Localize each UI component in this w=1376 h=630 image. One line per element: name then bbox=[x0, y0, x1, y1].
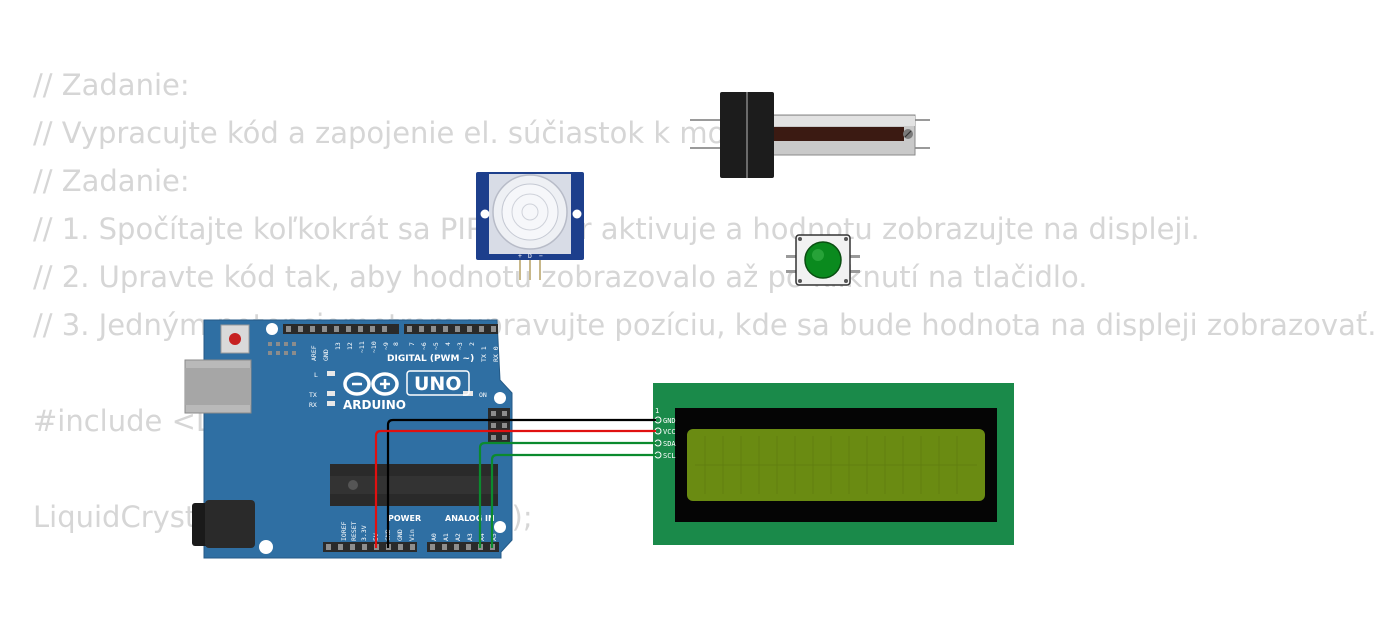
slide-potentiometer[interactable] bbox=[690, 92, 930, 178]
pin-label-tx1: TX 1 bbox=[480, 346, 488, 362]
code-line-4: // 1. Spočítajte koľkokrát sa PIR senzor… bbox=[33, 212, 1200, 246]
analog-in-label: ANALOG IN bbox=[445, 514, 495, 523]
pin-label-3: ~3 bbox=[456, 342, 464, 350]
pir-pin-label-gnd: − bbox=[539, 252, 543, 260]
led-label-l: L bbox=[314, 371, 318, 379]
pir-pin-label-vcc: + bbox=[518, 252, 522, 260]
led-label-tx: TX bbox=[309, 391, 317, 399]
pin-label-5: ~5 bbox=[432, 342, 440, 350]
pin-label-8: 8 bbox=[392, 342, 400, 346]
pin-label-a5: A5 bbox=[490, 533, 498, 541]
digital-pwm-label: DIGITAL (PWM ~) bbox=[387, 354, 474, 364]
pin-label-a4: A4 bbox=[478, 533, 486, 541]
arduino-uno-board[interactable]: AREF GND 13 12 ~11 ~10 ~9 8 7 ~6 ~5 4 ~3… bbox=[184, 319, 513, 559]
wire-vcc[interactable] bbox=[374, 429, 656, 548]
led-tx bbox=[327, 391, 335, 396]
pin-label-6: ~6 bbox=[420, 342, 428, 350]
pin-label-7: 7 bbox=[408, 342, 416, 346]
led-label-rx: RX bbox=[309, 401, 317, 409]
wire-scl[interactable] bbox=[490, 453, 656, 548]
pin-label-12: 12 bbox=[346, 342, 354, 350]
lcd-pin-scl: SCL bbox=[663, 452, 676, 460]
power-header bbox=[323, 542, 417, 552]
pin-label-2: 2 bbox=[468, 342, 476, 346]
pir-motion-sensor[interactable]: + D − bbox=[476, 172, 584, 280]
pir-pin-label-data: D bbox=[528, 252, 532, 260]
lcd-1602-i2c[interactable]: 1 GND VCC SDA SCL bbox=[653, 383, 1014, 545]
power-label: POWER bbox=[388, 514, 421, 523]
pin-label-reset: RESET bbox=[350, 521, 358, 541]
digital-header-left bbox=[283, 324, 399, 334]
pin-label-vin: Vin bbox=[408, 529, 416, 541]
pin-label-a1: A1 bbox=[442, 533, 450, 541]
led-rx bbox=[327, 401, 335, 406]
code-line-5: // 2. Upravte kód tak, aby hodnotu zobra… bbox=[33, 260, 1088, 294]
code-line-3: // Zadanie: bbox=[33, 164, 190, 198]
pin-label-13: 13 bbox=[334, 342, 342, 350]
pin-label-a3: A3 bbox=[466, 533, 474, 541]
code-line-1: // Zadanie: bbox=[33, 68, 190, 102]
pin-label-aref: AREF bbox=[310, 345, 318, 361]
pin-label-gnd: GND bbox=[322, 349, 330, 361]
arduino-brand-label: ARDUINO bbox=[343, 398, 406, 412]
wire-sda[interactable] bbox=[478, 441, 656, 548]
arduino-logo bbox=[343, 372, 399, 396]
analog-header bbox=[427, 542, 499, 552]
lcd-pin1-marker: 1 bbox=[655, 407, 659, 415]
pin-label-10: ~10 bbox=[370, 341, 378, 353]
led-label-on: ON bbox=[479, 391, 487, 399]
digital-header-right bbox=[404, 324, 498, 334]
pin-label-rx0: RX 0 bbox=[492, 346, 500, 362]
pin-label-a0: A0 bbox=[430, 533, 438, 541]
wire-gnd[interactable] bbox=[386, 418, 656, 548]
arduino-model-label: UNO bbox=[414, 373, 461, 395]
lcd-pin-vcc: VCC bbox=[663, 428, 676, 436]
pin-label-3v3: 3.3V bbox=[360, 525, 368, 541]
pin-label-4: 4 bbox=[444, 342, 452, 346]
button-cap[interactable] bbox=[804, 241, 842, 279]
pin-label-ioref: IOREF bbox=[340, 521, 348, 541]
pin-label-gnd-2: GND bbox=[396, 529, 404, 541]
push-button[interactable] bbox=[786, 234, 860, 286]
pin-label-11: ~11 bbox=[358, 341, 366, 353]
led-l bbox=[327, 371, 335, 376]
pin-label-9: ~9 bbox=[382, 342, 390, 350]
circuit-canvas: + D − bbox=[184, 92, 1014, 559]
lcd-pin-gnd: GND bbox=[663, 417, 676, 425]
lcd-pin-sda: SDA bbox=[663, 440, 676, 448]
pin-label-a2: A2 bbox=[454, 533, 462, 541]
